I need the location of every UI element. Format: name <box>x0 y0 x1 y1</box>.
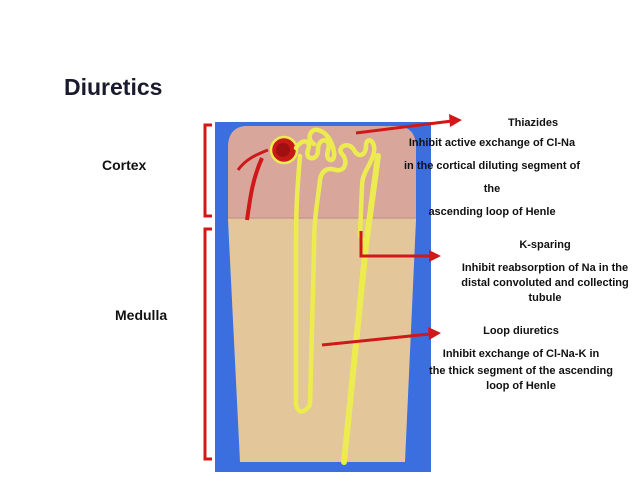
k-sparing-arrowhead <box>429 250 441 262</box>
loop-label: Loop diuretics <box>483 325 559 337</box>
loop-arrow-line <box>321 332 431 347</box>
loop-of-henle <box>293 153 339 414</box>
cortex-label: Cortex <box>102 157 147 173</box>
distal-convoluted-tubule <box>333 138 377 239</box>
k-sparing-line-1: Inhibit reabsorption of Na in the <box>461 262 629 274</box>
glomerulus-core <box>276 143 290 157</box>
page-title: Diuretics <box>64 74 163 100</box>
k-sparing-line-2: distal convoluted and collecting <box>461 277 629 289</box>
loop-annotation: Loop diuretics Inhibit exchange of Cl-Na… <box>412 324 630 394</box>
medulla-bracket <box>203 227 212 461</box>
loop-line-1: Inhibit exchange of Cl-Na-K in <box>442 348 600 360</box>
loop-arrowhead <box>428 327 441 340</box>
thiazides-line-4: ascending loop of Henle <box>428 206 556 218</box>
k-sparing-line-3: tubule <box>528 292 562 304</box>
k-sparing-annotation: K-sparing Inhibit reabsorption of Na in … <box>450 238 638 306</box>
efferent-vessel <box>236 148 269 171</box>
thiazides-arrowhead <box>449 114 462 127</box>
cortex-bracket <box>203 123 212 218</box>
thiazides-line-3: the <box>483 183 501 195</box>
thiazides-annotation: Thiazides Inhibit active exchange of Cl-… <box>380 116 638 220</box>
loop-line-2: the thick segment of the ascending <box>429 365 613 377</box>
afferent-vessel <box>245 157 264 221</box>
thiazides-line-2: in the cortical diluting segment of <box>403 160 580 172</box>
loop-line-3: loop of Henle <box>486 380 556 392</box>
k-sparing-label: K-sparing <box>519 239 571 251</box>
thiazides-line-1: Inhibit active exchange of Cl-Na <box>408 137 576 149</box>
medulla-label: Medulla <box>115 307 168 323</box>
k-sparing-arrow-line <box>359 231 430 258</box>
proximal-convoluted-tubule <box>293 127 337 163</box>
thiazides-label: Thiazides <box>507 117 559 129</box>
thiazides-arrow-line <box>355 119 453 135</box>
